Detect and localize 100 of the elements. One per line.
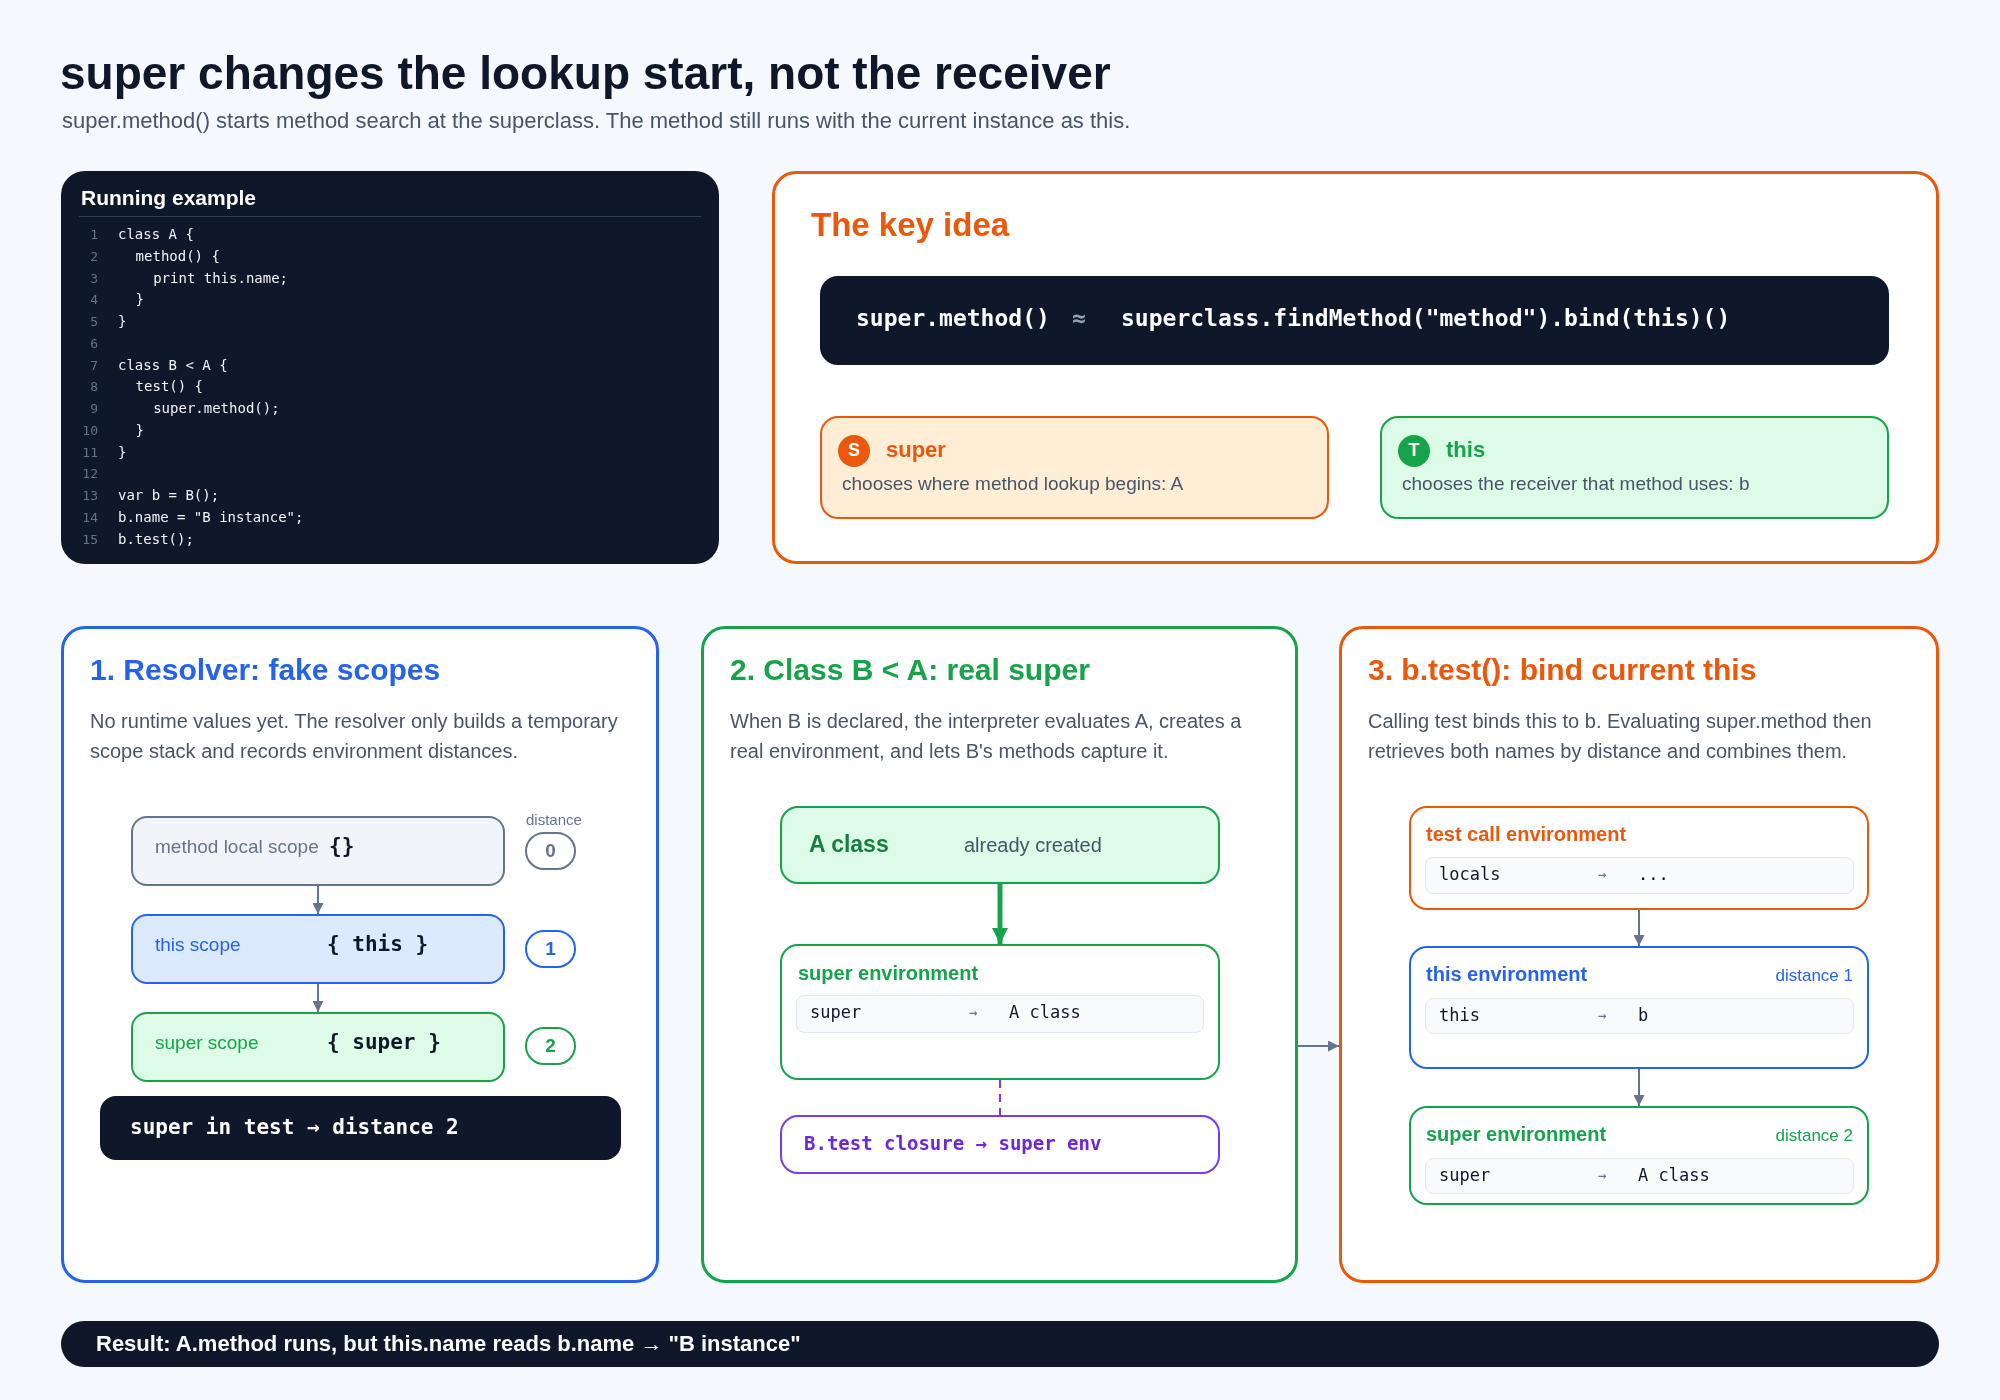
code-line: b.test(); — [118, 530, 194, 548]
arrow — [1297, 1040, 1340, 1052]
connector-line — [999, 1079, 1001, 1116]
binding-name: super — [810, 1002, 862, 1023]
badge-letter: T — [1407, 439, 1421, 463]
step-panel — [1339, 626, 1939, 1283]
panel-heading: 1. Resolver: fake scopes — [90, 652, 441, 688]
binding-name: this — [1439, 1005, 1480, 1026]
line-number: 1 — [89, 227, 98, 243]
code-line: var b = B(); — [118, 487, 220, 504]
arrow — [312, 885, 324, 915]
distance-badge — [525, 1027, 576, 1065]
binding-value: b — [1638, 1005, 1649, 1026]
code-text: superclass.findMethod("method").bind(this)() — [1121, 305, 1731, 333]
distance-note: distance 1 — [1775, 966, 1853, 987]
key-idea-panel — [772, 171, 1939, 564]
arrow-glyph: → — [1598, 866, 1607, 883]
line-number: 2 — [89, 248, 98, 265]
line-number: 6 — [89, 335, 98, 352]
code-line: } — [118, 313, 127, 330]
box-heading: A class — [809, 831, 889, 859]
subtitle: super.method() starts method search at the superclass. The method still runs with the current instance as this. — [62, 108, 1131, 135]
code-line: } — [135, 291, 145, 309]
line-number: 13 — [81, 488, 98, 504]
binding-name: super — [1439, 1165, 1491, 1186]
column-label: distance — [526, 811, 582, 829]
line-number: 4 — [89, 292, 98, 308]
panel-description: When B is declared, the interpreter evaluates A, creates a real environment, and lets B's methods capture it. — [730, 709, 1243, 764]
code-line: } — [118, 443, 127, 461]
panel-heading: Running example — [81, 185, 257, 211]
arrow — [1633, 909, 1645, 947]
panel-description: Calling test binds this to b. Evaluating super.method then retrieves both names by distance and combines them. — [1368, 709, 1873, 764]
code-text: super in test → distance 2 — [130, 1115, 459, 1141]
distance-badge — [525, 832, 576, 870]
scope-label: method local scope — [155, 836, 319, 859]
badge-letter: S — [847, 439, 861, 463]
scope-contents: { super } — [327, 1030, 441, 1056]
distance-number: 0 — [544, 838, 557, 863]
step-panel — [701, 626, 1298, 1283]
scope-contents: {} — [329, 834, 355, 860]
line-number: 7 — [89, 357, 98, 374]
code-line: b.name = "B instance"; — [118, 508, 304, 526]
class-box — [780, 806, 1220, 884]
arrow-glyph: → — [1598, 1167, 1607, 1184]
card-description: chooses the receiver that method uses: b — [1402, 473, 1751, 496]
binding-value: A class — [1009, 1002, 1081, 1023]
environment-box — [780, 944, 1220, 1080]
scope-box — [131, 816, 505, 886]
step-panel — [61, 626, 659, 1283]
scope-contents: { this } — [327, 932, 429, 958]
line-number: 10 — [81, 422, 98, 439]
code-line: super.method(); — [153, 400, 280, 417]
line-number: 5 — [89, 314, 98, 330]
result-text: Result: A.method runs, but this.name reads b.name → "B instance" — [96, 1331, 801, 1358]
distance-note: distance 2 — [1775, 1126, 1853, 1147]
binding-value: ... — [1638, 864, 1669, 885]
letter-badge — [1398, 435, 1430, 467]
environment-box — [1409, 946, 1869, 1069]
binding-value: A class — [1638, 1165, 1710, 1186]
card-heading: this — [1446, 437, 1486, 464]
box-heading: test call environment — [1426, 822, 1627, 846]
card-heading: super — [886, 437, 946, 464]
arrow-glyph: → — [969, 1004, 978, 1021]
code-panel — [61, 171, 719, 564]
box-note: already created — [964, 833, 1102, 857]
this-card — [1380, 416, 1889, 519]
scope-box — [131, 1012, 505, 1082]
line-number: 12 — [81, 466, 98, 482]
binding-row — [1425, 998, 1854, 1034]
line-number: 9 — [89, 401, 98, 417]
code-line: test() { — [135, 378, 204, 396]
arrow — [312, 983, 324, 1013]
line-number: 11 — [81, 444, 98, 461]
binding-name: locals — [1439, 864, 1501, 885]
diagram-title: super changes the lookup start, not the receiver — [60, 46, 1111, 101]
panel-heading: The key idea — [811, 205, 1010, 245]
scope-label: super scope — [155, 1032, 259, 1055]
code-line: class B < A { — [118, 356, 228, 374]
box-heading: super environment — [1426, 1122, 1607, 1146]
approx-sign: ≈ — [1072, 305, 1086, 333]
result-banner — [61, 1321, 1939, 1367]
arrow — [992, 884, 1008, 944]
binding-row — [1425, 1158, 1854, 1194]
closure-box — [780, 1115, 1220, 1174]
line-number: 14 — [81, 509, 98, 526]
environment-box — [1409, 806, 1869, 910]
line-number: 15 — [81, 531, 98, 548]
panel-heading: 2. Class B < A: real super — [730, 652, 1090, 688]
code-text: B.test closure → super env — [804, 1132, 1102, 1155]
binding-row — [796, 995, 1204, 1033]
code-line: method() { — [135, 247, 220, 265]
panel-heading: 3. b.test(): bind current this — [1368, 652, 1757, 688]
box-heading: this environment — [1426, 962, 1588, 986]
distance-number: 2 — [544, 1033, 557, 1058]
card-description: chooses where method lookup begins: A — [842, 473, 1185, 496]
line-number: 3 — [89, 270, 98, 287]
line-number: 8 — [89, 379, 98, 395]
binding-row — [1425, 857, 1854, 894]
distance-badge — [525, 930, 576, 968]
box-heading: super environment — [798, 961, 979, 985]
